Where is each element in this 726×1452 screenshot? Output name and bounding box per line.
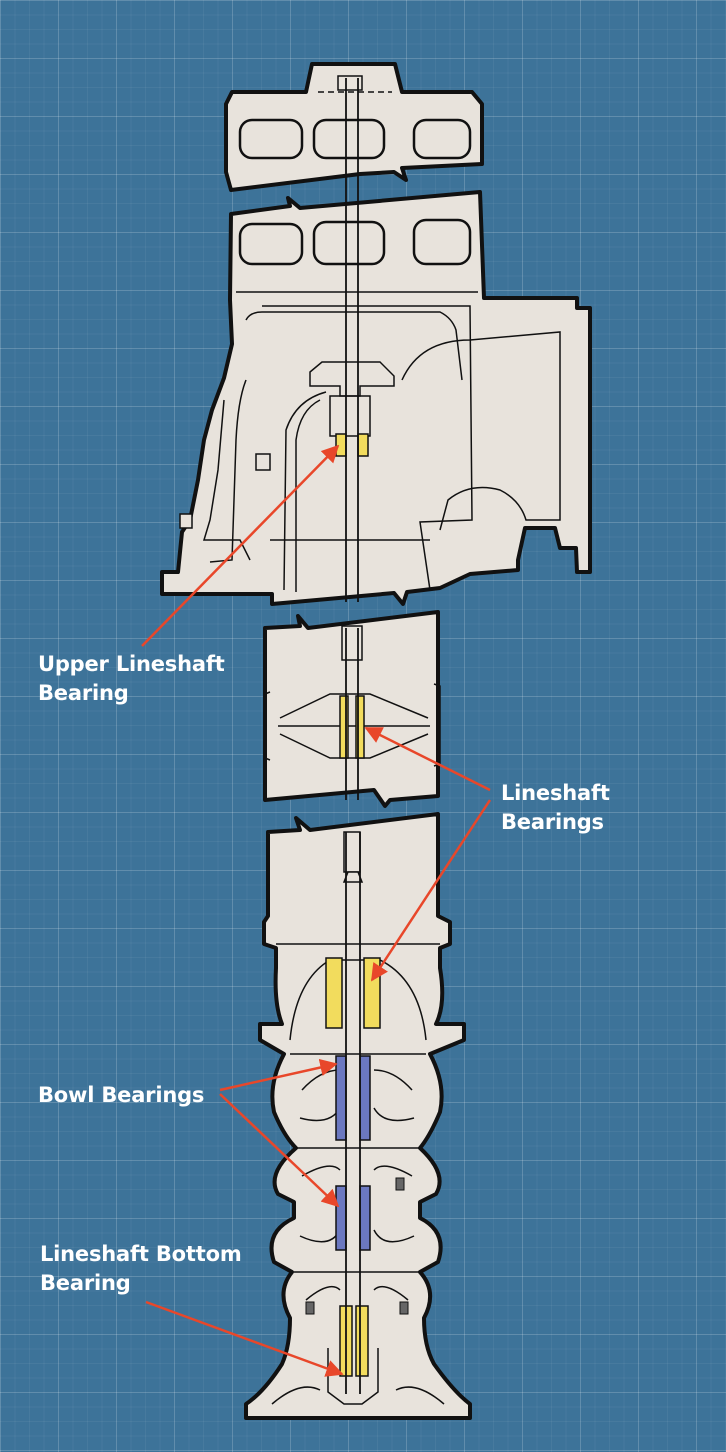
bowl-bearing-lower-left (335, 1185, 347, 1251)
lineshaft (345, 78, 361, 1394)
column-section (263, 610, 441, 808)
label-line: Bowl Bearings (38, 1083, 205, 1107)
leader-bowl-lower (219, 1093, 340, 1208)
label-line: Lineshaft (501, 781, 610, 805)
label-line: Bearing (40, 1271, 131, 1295)
discharge-head-top (224, 62, 484, 192)
upper-lineshaft-bearing-left (335, 433, 347, 457)
upper-lineshaft-bearing-right (357, 433, 369, 457)
label-line: Upper Lineshaft (38, 652, 225, 676)
leader-lines (141, 444, 492, 1377)
leader-lineshaft-upper (364, 726, 491, 792)
lineshaft-bottom-bearing-right (355, 1305, 369, 1377)
bowl-bearings-label: Bowl Bearings (38, 1081, 204, 1110)
discharge-head-main (160, 190, 592, 606)
lineshaft-bearing-upper-right (355, 695, 365, 759)
lineshaft-bearing-upper-left (339, 695, 349, 759)
label-line: Lineshaft Bottom (40, 1242, 242, 1266)
leader-lineshaft-lower (370, 799, 492, 982)
label-line: Bearings (501, 810, 604, 834)
leader-bowl-upper (219, 1058, 338, 1092)
label-line: Bearing (38, 681, 129, 705)
bowl-bearing-upper-right (359, 1055, 371, 1141)
lineshaft-bearing-lower-left (325, 957, 343, 1029)
lineshaft-bottom-bearing-label: Lineshaft Bottom Bearing (40, 1240, 242, 1298)
lineshaft-bearing-lower-right (363, 957, 381, 1029)
bowl-bearing-lower-right (359, 1185, 371, 1251)
leader-lineshaft-bottom (145, 1300, 344, 1377)
bowl-bearing-upper-left (335, 1055, 347, 1141)
bowl-assembly (244, 812, 472, 1420)
upper-lineshaft-bearing-label: Upper Lineshaft Bearing (38, 650, 225, 708)
lineshaft-bearings-label: Lineshaft Bearings (501, 779, 610, 837)
leader-upper-lineshaft (141, 444, 340, 647)
